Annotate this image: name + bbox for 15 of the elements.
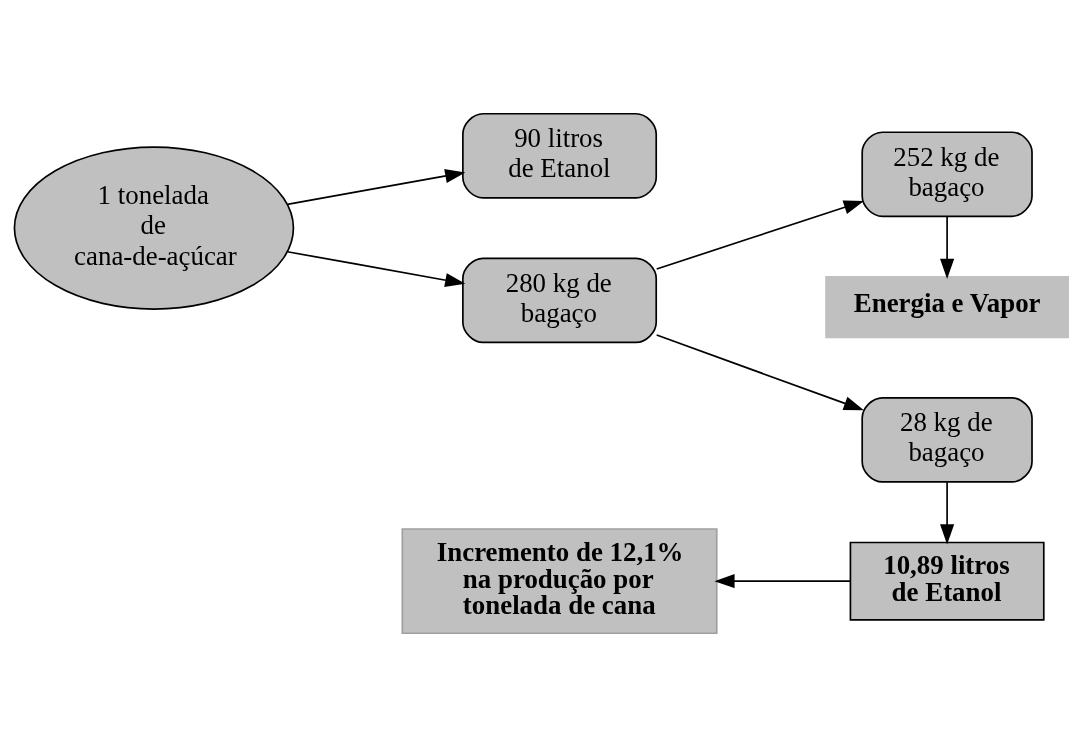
node-box: Incremento de 12,1% na produção por tonelada de cana xyxy=(401,527,718,634)
arrow xyxy=(655,200,864,270)
arrow xyxy=(286,250,466,287)
node-box: 280 kg de bagaço xyxy=(462,257,658,343)
arrow xyxy=(286,168,466,205)
node-box: 10,89 litros de Etanol xyxy=(849,541,1045,621)
node-box: 90 litros de Etanol xyxy=(462,112,658,199)
node-box: 28 kg de bagaço xyxy=(861,396,1033,483)
arrow xyxy=(655,333,864,410)
arrow xyxy=(940,215,955,279)
node-box: Energia e Vapor xyxy=(825,275,1069,338)
arrow xyxy=(940,480,955,545)
arrow xyxy=(714,573,852,588)
node-ellipse: 1 tonelada de cana-de-açúcar xyxy=(13,145,295,310)
node-box: 252 kg de bagaço xyxy=(861,130,1033,217)
